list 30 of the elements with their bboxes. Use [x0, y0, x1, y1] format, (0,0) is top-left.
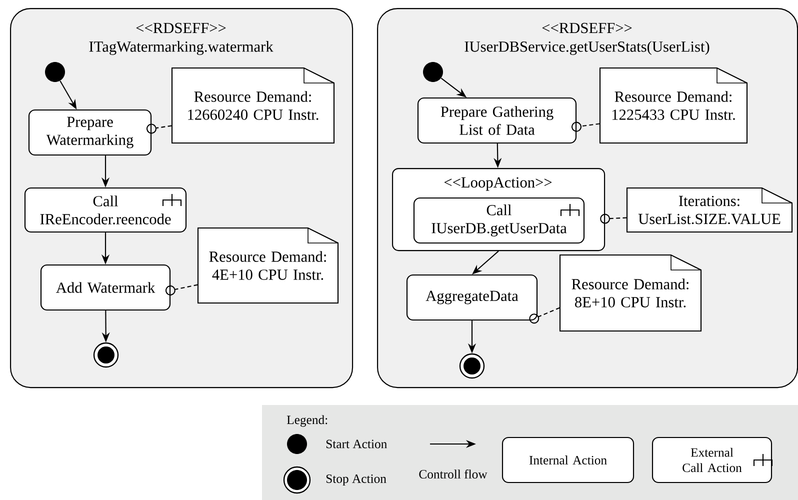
action-box: Add Watermark — [40, 264, 171, 311]
legend-action-box: External Call Action — [652, 436, 773, 484]
stop-node — [459, 353, 485, 379]
stereotype-label: <<RDSEFF>> — [136, 22, 226, 34]
note: Resource Demand: 1225433 CPU Instr. — [599, 67, 748, 144]
legend-action-box: Internal Action — [502, 436, 634, 484]
legend-label: Stop Action — [326, 474, 386, 486]
note: Resource Demand: 8E+10 CPU Instr. — [559, 254, 702, 332]
action-box: Prepare Gathering List of Data — [417, 97, 577, 144]
connector — [600, 214, 627, 224]
panel-title: IUserDBService.getUserStats(UserList) — [464, 41, 710, 55]
connector — [165, 284, 198, 296]
start-node — [45, 62, 65, 82]
external-call-box: Call IReEncoder.reencode — [24, 187, 187, 233]
legend-title: Legend: — [286, 415, 328, 427]
legend-label: Start Action — [326, 440, 387, 448]
note: Resource Demand: 12660240 CPU Instr. — [171, 67, 335, 144]
stop-node — [93, 342, 119, 368]
note: Resource Demand: 4E+10 CPU Instr. — [197, 227, 339, 304]
connector — [529, 307, 560, 324]
panel-title: ITagWatermarking.watermark — [89, 41, 274, 55]
action-box: AggregateData — [406, 274, 538, 321]
connector — [572, 122, 600, 132]
start-node — [423, 62, 443, 82]
connector — [146, 124, 172, 134]
external-call-box: Call IUserDB.getUserData — [413, 197, 585, 244]
action-box: Prepare Watermarking — [28, 109, 152, 156]
stereotype-label: <<RDSEFF>> — [542, 22, 632, 34]
legend-label: Controll flow — [419, 469, 488, 479]
note: Iterations: UserList.SIZE.VALUE — [626, 187, 793, 233]
